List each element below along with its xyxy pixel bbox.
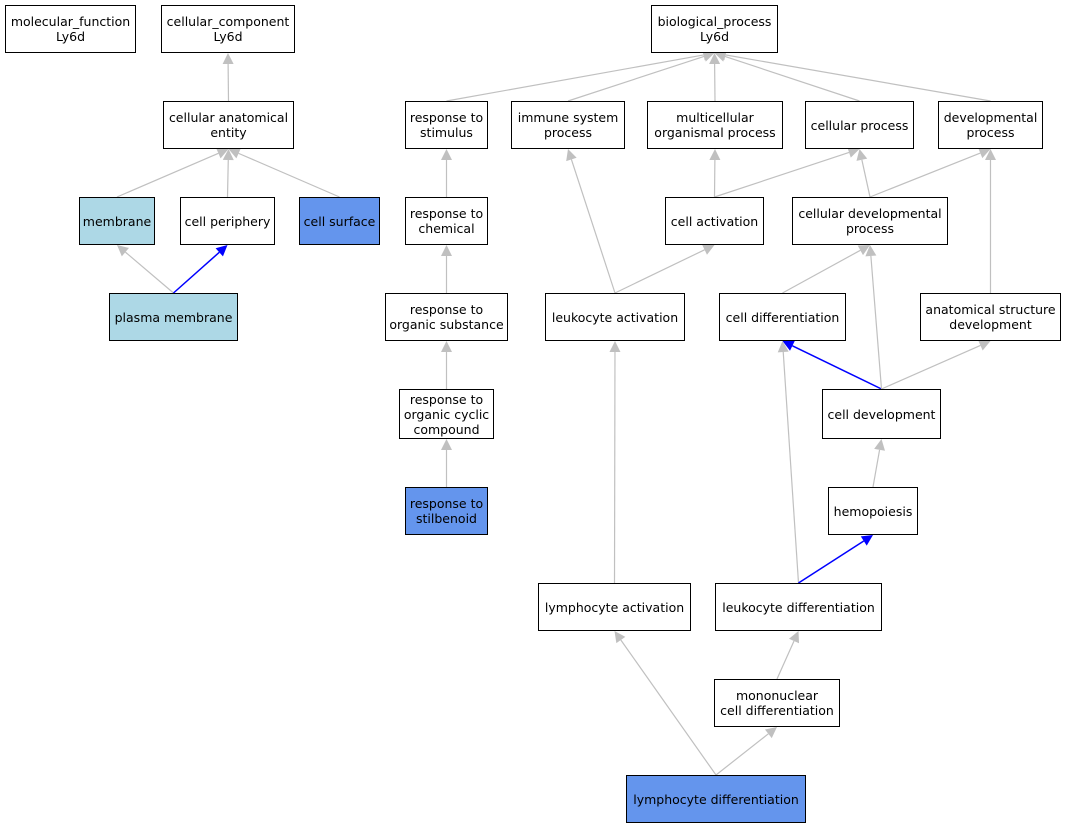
edge-arrowhead [614, 631, 626, 644]
edge-arrowhead [702, 51, 715, 62]
edge-arrowhead [985, 149, 996, 160]
edge-lymphocyte_differentiation-to-mononuclear_cell_differentiation [715, 733, 769, 776]
node-developmental-process: developmental process [938, 101, 1043, 149]
node-cell-periphery: cell periphery [180, 197, 275, 245]
node-molecular-function: molecular_function Ly6d [5, 5, 136, 53]
edge-cell_development-to-anatomical_structure_development [881, 344, 981, 390]
node-cell-development: cell development [822, 389, 941, 439]
edge-mononuclear_cell_differentiation-to-leukocyte_differentiation [776, 640, 795, 680]
node-cellular-process: cellular process [805, 101, 914, 149]
edge-arrowhead [788, 631, 800, 644]
node-cell-surface: cell surface [299, 197, 380, 245]
edge-arrowhead [609, 341, 621, 353]
edge-response_to_stimulus-to-biological_process [446, 54, 704, 102]
edge-arrowhead [782, 340, 795, 351]
node-cell-activation: cell activation [665, 197, 764, 245]
edge-arrowhead [847, 147, 860, 158]
edge-leukocyte_activation-to-cell_activation [614, 249, 705, 294]
node-mononuclear-cell-differentiation: mononuclear cell differentiation [714, 679, 840, 727]
node-immune-system-process: immune system process [511, 101, 625, 149]
node-lymphocyte-activation: lymphocyte activation [538, 583, 691, 631]
edge-arrowhead [860, 535, 873, 546]
edge-arrowhead [865, 245, 877, 257]
edge-arrowhead [441, 439, 452, 450]
edge-cell_surface-to-cellular_anatomical_entity [238, 152, 340, 198]
node-response-to-organic-cyclic-compound: response to organic cyclic compound [399, 389, 494, 439]
edge-arrowhead [702, 244, 715, 255]
edge-arrowhead [857, 245, 870, 256]
edge-arrowhead [441, 149, 452, 160]
edge-hemopoiesis-to-cell_development [872, 449, 881, 488]
node-leukocyte-differentiation: leukocyte differentiation [715, 583, 882, 631]
edge-arrowhead [215, 245, 228, 257]
edge-arrowhead [117, 245, 129, 257]
edge-arrowhead [856, 149, 868, 161]
edge-cellular_developmental_process-to-developmental_process [869, 152, 981, 198]
edge-arrowhead [777, 341, 789, 353]
edge-leukocyte_differentiation-to-cell_differentiation [782, 351, 800, 584]
edge-cell_differentiation-to-cellular_developmental_process [782, 249, 861, 294]
edge-plasma_membrane-to-cell_periphery [173, 251, 220, 294]
edge-arrowhead [441, 341, 452, 352]
edge-arrowhead [566, 149, 577, 162]
node-response-to-chemical: response to chemical [405, 197, 488, 245]
node-response-to-organic-substance: response to organic substance [385, 293, 508, 341]
edge-arrowhead [874, 439, 885, 451]
edge-membrane-to-cellular_anatomical_entity [116, 152, 219, 198]
node-hemopoiesis: hemopoiesis [828, 487, 918, 535]
edge-arrowhead [228, 148, 241, 159]
edge-cellular_process-to-biological_process [724, 55, 860, 102]
node-multicellular-organismal-process: multicellular organismal process [647, 101, 783, 149]
node-membrane: membrane [79, 197, 155, 245]
edge-arrowhead [222, 53, 234, 65]
edge-immune_system_process-to-biological_process [567, 55, 705, 102]
node-lymphocyte-differentiation: lymphocyte differentiation [626, 775, 806, 823]
node-plasma-membrane: plasma membrane [109, 293, 238, 341]
node-anatomical-structure-development: anatomical structure development [920, 293, 1061, 341]
edge-cell_periphery-to-cellular_anatomical_entity [226, 159, 229, 198]
node-cellular-developmental-process: cellular developmental process [792, 197, 948, 245]
edge-arrowhead [978, 147, 991, 159]
node-biological-process: biological_process Ly6d [651, 5, 778, 53]
edge-cellular_developmental_process-to-cellular_process [861, 159, 871, 198]
edge-plasma_membrane-to-membrane [124, 251, 174, 294]
edge-lymphocyte_differentiation-to-lymphocyte_activation [620, 639, 717, 776]
edge-cell_development-to-cellular_developmental_process [870, 255, 883, 390]
edge-arrowhead [709, 53, 721, 65]
node-cellular-anatomical-entity: cellular anatomical entity [163, 101, 294, 149]
edge-developmental_process-to-biological_process [725, 54, 991, 102]
edge-arrowhead [216, 148, 229, 159]
edge-cell_development-to-cell_differentiation [792, 345, 882, 390]
edge-arrowhead [709, 149, 721, 161]
edge-arrowhead [978, 340, 991, 351]
node-cell-differentiation: cell differentiation [719, 293, 846, 341]
edge-arrowhead [764, 727, 777, 739]
node-response-to-stilbenoid: response to stilbenoid [405, 487, 488, 535]
edge-arrowhead [441, 245, 452, 256]
edge-leukocyte_differentiation-to-hemopoiesis [798, 540, 865, 584]
edge-leukocyte_activation-to-immune_system_process [570, 159, 616, 294]
edge-arrowhead [222, 149, 234, 161]
node-cellular-component: cellular_component Ly6d [161, 5, 295, 53]
node-response-to-stimulus: response to stimulus [405, 101, 488, 149]
edge-cell_activation-to-cellular_process [714, 151, 850, 198]
node-leukocyte-activation: leukocyte activation [545, 293, 685, 341]
